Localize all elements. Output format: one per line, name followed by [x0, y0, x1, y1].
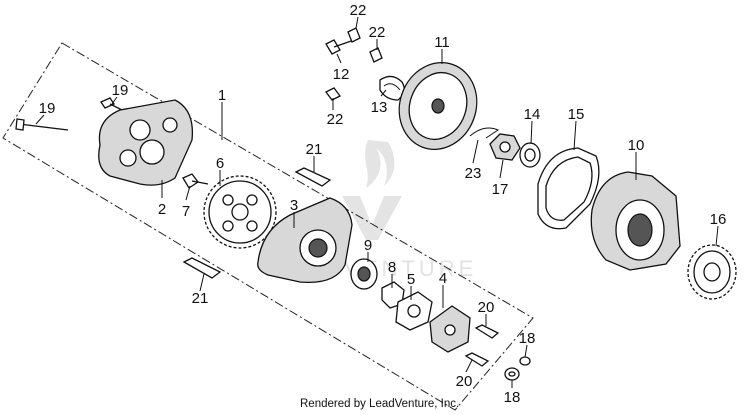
rotor-part-9 — [350, 258, 378, 290]
housing-part-11 — [398, 62, 478, 150]
washer-18-upper — [519, 356, 531, 366]
plate-part-5 — [395, 291, 433, 331]
callout-16: 16 — [710, 211, 727, 228]
housing-part-10 — [590, 171, 681, 271]
callout-21-lower: 21 — [192, 290, 209, 307]
callout-20-lower: 20 — [456, 373, 473, 390]
assembly-outline — [2, 42, 534, 411]
callout-11: 11 — [434, 34, 450, 51]
bolt-19-left — [15, 118, 69, 131]
bolt-22-lower — [325, 87, 341, 101]
washer-part-14 — [519, 142, 541, 168]
callout-12: 12 — [333, 66, 350, 83]
screw-20-lower — [464, 352, 490, 367]
callout-14: 14 — [524, 106, 541, 123]
callout-4: 4 — [439, 270, 447, 287]
callout-6: 6 — [216, 155, 224, 172]
callout-10: 10 — [628, 137, 645, 154]
callout-19-top: 19 — [112, 82, 129, 99]
clip-part-23 — [469, 127, 500, 139]
bolt-22-mid — [369, 47, 383, 63]
housing-part-3 — [257, 197, 353, 284]
callout-13: 13 — [371, 99, 388, 116]
leader-lines — [35, 16, 719, 388]
bolt-part-7 — [182, 173, 209, 189]
callout-22-mid: 22 — [369, 24, 386, 41]
callout-22-bottom: 22 — [327, 111, 344, 128]
screw-21-upper — [294, 167, 332, 187]
gasket-part-15 — [537, 147, 600, 230]
callout-18-upper: 18 — [519, 330, 536, 347]
bolt-22-upper — [347, 27, 361, 43]
screw-20-upper — [474, 324, 500, 339]
callout-17: 17 — [492, 181, 509, 198]
callout-3: 3 — [290, 197, 298, 214]
gear-part-6 — [203, 175, 277, 249]
callout-9: 9 — [364, 237, 372, 254]
callout-7: 7 — [182, 203, 190, 220]
callout-23: 23 — [465, 165, 482, 182]
screw-21-lower — [182, 257, 222, 279]
callout-15: 15 — [568, 106, 585, 123]
washer-18-lower — [504, 367, 520, 381]
callout-1: 1 — [218, 87, 226, 104]
callout-20-upper: 20 — [478, 299, 495, 316]
cover-part-2 — [98, 99, 194, 186]
bolt-part-12 — [325, 39, 355, 55]
callout-19-left: 19 — [39, 100, 56, 117]
cover-part-4 — [429, 305, 471, 353]
footer-credit: Rendered by LeadVenture, Inc. — [300, 398, 460, 410]
callout-22-top: 22 — [350, 2, 367, 19]
gear-part-16 — [687, 244, 737, 300]
nut-part-17 — [489, 133, 521, 161]
callout-8: 8 — [388, 259, 396, 276]
callout-21-upper: 21 — [306, 141, 323, 158]
callout-18-lower: 18 — [504, 389, 521, 406]
callout-2: 2 — [158, 201, 166, 218]
callout-5: 5 — [407, 271, 415, 288]
callout-labels: 1 2 3 4 5 6 7 8 9 10 11 12 13 14 15 16 1… — [39, 2, 727, 406]
